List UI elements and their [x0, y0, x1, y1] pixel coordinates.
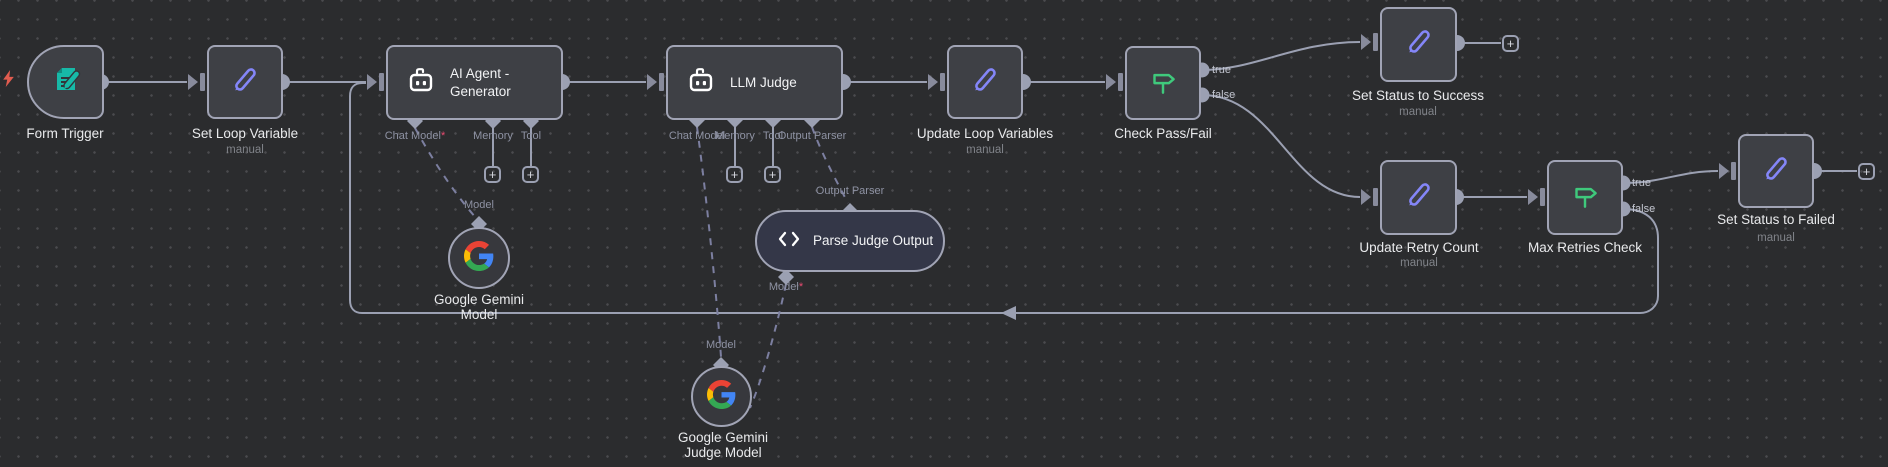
node-set-status-success[interactable] [1380, 7, 1457, 82]
port-label-gemini-model: Model [464, 199, 494, 211]
add-node-button[interactable]: + [1858, 163, 1875, 180]
wire-check-false-to-update-retry-count[interactable] [1201, 94, 1361, 198]
node-max-retries-check[interactable] [1547, 160, 1623, 235]
google-logo-icon [464, 240, 494, 276]
input-port-update-retry-count[interactable] [1361, 188, 1378, 206]
port-label-parse-output-parser: Output Parser [815, 185, 885, 197]
wire-judge-chat-model-to-gemini-judge-model[interactable] [696, 126, 722, 358]
add-node-button[interactable]: + [726, 166, 743, 183]
port-label-ai-chat-model: Chat Model* [384, 130, 446, 142]
add-node-button[interactable]: + [522, 166, 539, 183]
node-sublabel: manual [1400, 257, 1438, 269]
pen-icon [1401, 24, 1437, 65]
sub-port-parse-model-bottom[interactable] [778, 269, 794, 285]
node-label-set-status-success: Set Status to Success [1351, 88, 1485, 103]
input-port-update-loop-variables[interactable] [928, 73, 945, 91]
pen-icon [227, 62, 263, 103]
port-label-ai-tool: Tool [520, 130, 542, 142]
add-node-button[interactable]: + [1502, 35, 1519, 52]
input-port-set-status-success[interactable] [1361, 33, 1378, 51]
node-label-google-gemini-model: Google Gemini Model [433, 292, 525, 322]
signpost-icon [1568, 178, 1602, 217]
pen-icon [1758, 151, 1794, 192]
node-parse-judge-output[interactable]: Parse Judge Output [755, 210, 945, 272]
node-check-pass-fail[interactable] [1125, 46, 1201, 120]
add-node-button[interactable]: + [484, 166, 501, 183]
node-google-gemini-judge-model[interactable] [691, 366, 752, 427]
node-sublabel: manual [966, 144, 1004, 156]
input-port-max-retries-check[interactable] [1528, 188, 1545, 206]
node-title: Parse Judge Output [813, 233, 934, 249]
port-label-judge-tool: Tool [762, 130, 784, 142]
node-label-update-loop-variables: Update Loop Variables [916, 126, 1054, 141]
input-port-ai-agent[interactable] [367, 73, 384, 91]
signpost-icon [1146, 64, 1180, 103]
node-label-google-gemini-judge-model: Google Gemini Judge Model [677, 430, 769, 460]
required-marker: * [440, 130, 446, 142]
node-llm-judge[interactable]: LLM Judge [666, 45, 843, 120]
pen-icon [967, 62, 1003, 103]
node-set-loop-variable[interactable] [207, 45, 283, 119]
port-label-ai-memory: Memory [473, 130, 513, 142]
node-sublabel: manual [1757, 232, 1795, 244]
node-sublabel: manual [1399, 106, 1437, 118]
node-form-trigger[interactable] [27, 45, 104, 119]
add-node-button[interactable]: + [764, 166, 781, 183]
wire-max-retries-true-to-set-status-failed[interactable] [1622, 170, 1719, 184]
output-label-max-retries-true: true [1632, 177, 1651, 189]
google-logo-icon [707, 379, 736, 414]
output-label-check-false: false [1212, 89, 1236, 101]
node-label-check-pass-fail: Check Pass/Fail [1114, 126, 1212, 141]
pen-icon [1401, 177, 1437, 218]
node-label-max-retries-check: Max Retries Check [1527, 240, 1643, 255]
wire-ai-chat-model-to-gemini-model[interactable] [414, 127, 478, 220]
port-label-gemini-judge-model: Model [706, 339, 736, 351]
output-label-check-true: true [1212, 64, 1231, 76]
input-port-check-pass-fail[interactable] [1106, 73, 1123, 91]
node-google-gemini-model[interactable] [448, 227, 510, 289]
port-label-judge-memory: Memory [715, 130, 755, 142]
node-title: LLM Judge [730, 74, 797, 90]
node-ai-agent-generator[interactable]: AI Agent - Generator [386, 45, 563, 120]
node-label-set-status-failed: Set Status to Failed [1717, 212, 1835, 227]
form-trigger-icon [51, 65, 81, 100]
robot-icon [403, 64, 439, 101]
input-port-llm-judge[interactable] [647, 73, 664, 91]
port-label-judge-chat-model: Chat Model [668, 130, 726, 142]
node-update-retry-count[interactable] [1380, 160, 1457, 235]
wire-check-true-to-set-status-success[interactable] [1201, 41, 1361, 71]
loopback-arrowhead [1001, 306, 1016, 320]
node-label-form-trigger: Form Trigger [26, 126, 104, 141]
execution-bolt-icon[interactable] [2, 70, 15, 92]
node-update-loop-variables[interactable] [947, 45, 1023, 119]
port-label-judge-output-parser: Output Parser [777, 130, 847, 142]
wire-parse-model-to-gemini-judge-model[interactable] [749, 283, 787, 409]
node-sublabel: manual [226, 144, 264, 156]
node-set-status-failed[interactable] [1738, 134, 1814, 208]
node-label-update-retry-count: Update Retry Count [1359, 240, 1479, 255]
node-label-set-loop-variable: Set Loop Variable [191, 126, 299, 141]
output-label-max-retries-false: false [1632, 203, 1656, 215]
wire-judge-output-parser-to-parse-node[interactable] [811, 126, 849, 204]
input-port-set-loop-variable[interactable] [188, 73, 205, 91]
input-port-set-status-failed[interactable] [1719, 162, 1736, 180]
required-marker: * [798, 281, 804, 293]
code-icon [778, 231, 800, 252]
port-label-parse-model: Model* [768, 281, 804, 293]
robot-icon [683, 64, 719, 101]
wire-max-retries-false-loopback-to-ai-agent[interactable] [349, 82, 1659, 314]
node-title: AI Agent - Generator [450, 66, 511, 99]
